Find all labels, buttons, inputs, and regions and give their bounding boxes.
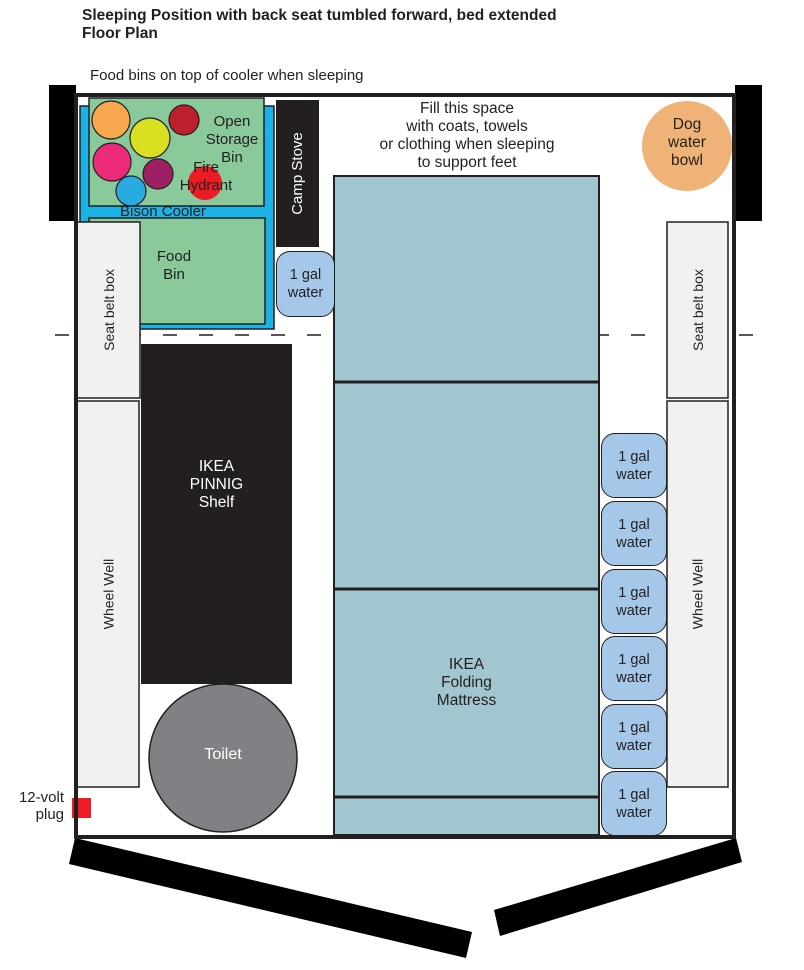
12-volt-plug-label: 12-volt plug — [18, 789, 64, 823]
food-bin-label: Food Bin — [156, 248, 192, 283]
folding-mattress — [333, 175, 600, 836]
left-seat-belt-box-label: Seat belt box — [100, 269, 117, 351]
title-line-2: Floor Plan — [82, 25, 158, 42]
left-wheel-well-label: Wheel Well — [100, 558, 117, 630]
camp-stove-label: Camp Stove — [289, 132, 307, 215]
toilet — [148, 683, 298, 833]
camp-stove — [276, 100, 319, 247]
open-storage-bin-label: Open Storage Bin — [205, 113, 259, 166]
left-seat-belt-box — [76, 221, 141, 399]
mattress-label: IKEA Folding Mattress — [436, 656, 497, 709]
purple-ball — [142, 158, 174, 190]
left-rear-door — [69, 838, 472, 958]
right-door-pillar — [735, 85, 762, 221]
dog-water-bowl-label: Dog water bowl — [668, 116, 706, 169]
right-seat-belt-box-label: Seat belt box — [689, 269, 706, 351]
left-door-pillar — [49, 85, 76, 221]
fill-space-note: Fill this space with coats, towels or cl… — [379, 100, 555, 171]
right-rear-door — [494, 838, 742, 936]
bison-cooler-label: Bison Cooler — [120, 203, 206, 220]
blue-ball — [115, 175, 147, 207]
ikea-shelf — [141, 344, 292, 684]
fire-hydrant-marker — [188, 166, 222, 200]
title-line-1: Sleeping Position with back seat tumbled… — [82, 7, 557, 24]
toilet-label: Toilet — [204, 746, 242, 763]
right-wheel-well — [666, 400, 729, 788]
yellow-ball — [129, 117, 171, 159]
food-bins-note: Food bins on top of cooler when sleeping — [90, 67, 364, 84]
pink-ball — [92, 142, 132, 182]
ikea-shelf-label: IKEA PINNIG Shelf — [189, 458, 244, 511]
right-wheel-well-label: Wheel Well — [689, 558, 706, 630]
fire-hydrant-label: Fire Hydrant — [179, 159, 233, 194]
right-seat-belt-box — [666, 221, 729, 399]
red-ball — [168, 104, 200, 136]
diagram-title: Sleeping Position with back seat tumbled… — [82, 7, 557, 43]
van-floor-outline — [74, 93, 736, 839]
dog-water-bowl — [642, 101, 732, 191]
orange-ball — [91, 100, 131, 140]
